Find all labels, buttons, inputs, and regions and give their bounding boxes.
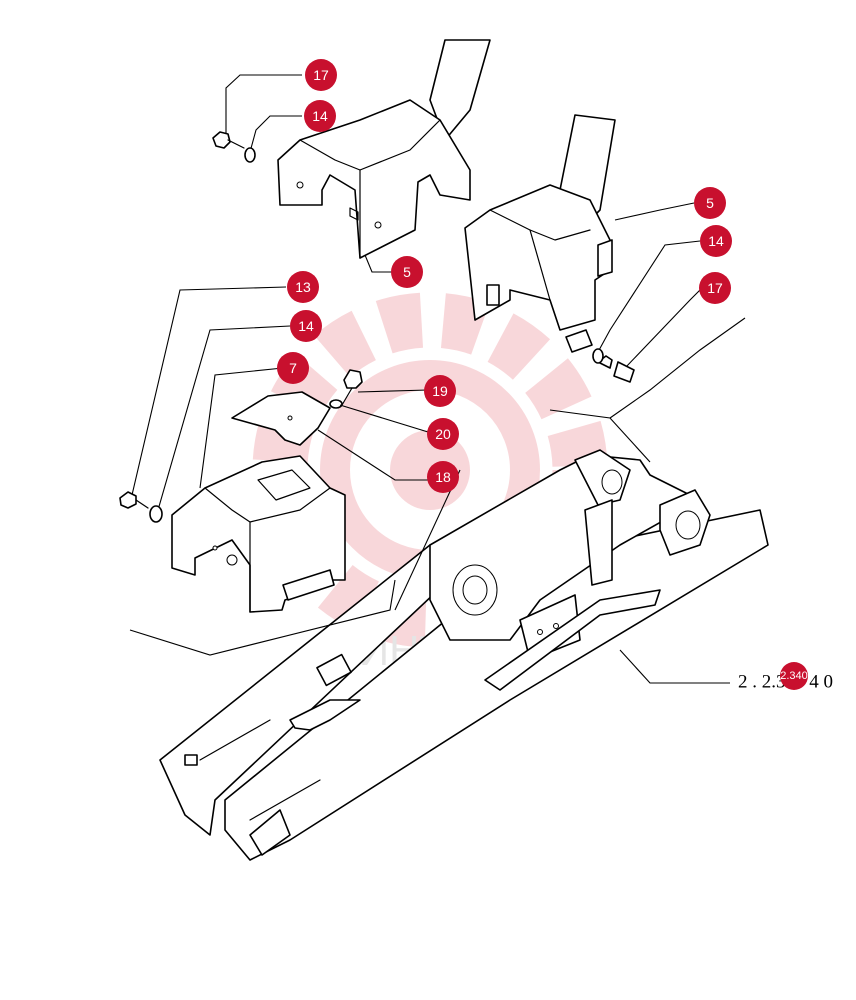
upper-right-bracket [464, 114, 616, 353]
reference-badge-label: 2.340 [780, 670, 808, 682]
hardware [119, 131, 635, 523]
callout-7: 7 [277, 352, 309, 384]
callout-5-right: 5 [694, 187, 726, 219]
leader-lines [129, 74, 746, 684]
callout-label: 17 [313, 67, 329, 83]
callout-label: 14 [708, 233, 724, 249]
callout-label: 5 [403, 264, 411, 280]
callout-label: 19 [432, 383, 448, 399]
reference-badge: 2.340 [780, 662, 808, 690]
callout-label: 13 [295, 279, 311, 295]
callout-14-top: 14 [304, 100, 336, 132]
callout-label: 20 [435, 426, 451, 442]
callout-5-left: 5 [391, 256, 423, 288]
callout-17-right: 17 [699, 272, 731, 304]
callout-13: 13 [287, 271, 319, 303]
cover-plate [171, 455, 346, 613]
callout-19: 19 [424, 375, 456, 407]
callout-label: 18 [435, 469, 451, 485]
callout-17-top: 17 [305, 59, 337, 91]
callout-18: 18 [427, 461, 459, 493]
reference-label: 2 . 2.340 4 0 2.340 [738, 662, 833, 693]
callout-label: 14 [298, 318, 314, 334]
callout-label: 5 [706, 195, 714, 211]
main-frame [159, 449, 769, 861]
small-bracket [231, 391, 331, 446]
callout-20: 20 [427, 418, 459, 450]
callout-14-right: 14 [700, 225, 732, 257]
bolt-and-washer [329, 369, 363, 409]
callout-label: 14 [312, 108, 328, 124]
upper-left-bracket [277, 39, 491, 259]
callout-label: 7 [289, 360, 297, 376]
callout-14-middle: 14 [290, 310, 322, 342]
callout-label: 17 [707, 280, 723, 296]
